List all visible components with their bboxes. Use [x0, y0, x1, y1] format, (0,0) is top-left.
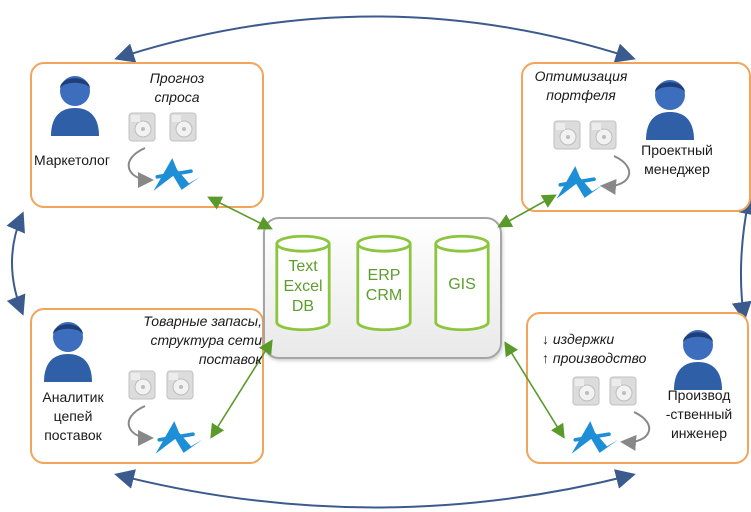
project-manager-analytics-logo-icon: [554, 164, 606, 201]
marketer-name: Маркетолог: [34, 152, 110, 168]
production-engineer-task: ↓ издержки ↑ производство: [542, 331, 647, 366]
link-marketer: [207, 196, 273, 230]
link-project-manager: [497, 194, 557, 228]
project-manager-cycle-icon: [600, 155, 631, 195]
cycle-arrow-top: [114, 15, 636, 63]
supply-analyst-name: Аналитик цепей поставок: [42, 389, 104, 443]
project-manager-disk-icon-1: [553, 120, 581, 150]
production-engineer-name: Производ -ственный инженер: [665, 387, 733, 441]
production-engineer-cycle-icon: [620, 411, 651, 451]
supply-analyst-disk-icon-2: [166, 370, 194, 400]
supply-analyst-task: Товарные запасы, структура сети поставок: [143, 313, 262, 367]
marketer-cycle-icon: [127, 147, 154, 188]
database-label-3: GIS: [448, 276, 476, 293]
production-engineer-analytics-logo-icon: [569, 419, 621, 456]
link-supply-analyst: [210, 339, 273, 439]
project-manager-disk-icon-2: [589, 120, 617, 150]
marketer-disk-icon-2: [169, 112, 197, 142]
marketer-task: Прогноз спроса: [149, 70, 205, 105]
link-production-engineer: [504, 341, 565, 439]
database-label-2: ERP CRM: [365, 267, 403, 304]
database-label-1: Text Excel DB: [283, 258, 323, 315]
project-manager-person-icon: [646, 80, 694, 140]
marketer-person-icon: [51, 76, 99, 136]
supply-analyst-analytics-logo-icon: [153, 419, 205, 456]
cycle-arrow-right: [731, 194, 751, 322]
project-manager-name: Проектный менеджер: [641, 142, 713, 177]
marketer-disk-icon-1: [128, 112, 156, 142]
project-manager-task: Оптимизация портфеля: [534, 68, 628, 103]
marketer-analytics-logo-icon: [151, 156, 203, 193]
supply-analyst-cycle-icon: [127, 405, 154, 446]
production-engineer-person-icon: [674, 330, 722, 390]
supply-analyst-disk-icon-1: [128, 370, 156, 400]
production-engineer-disk-icon-1: [572, 376, 600, 406]
production-engineer-disk-icon-2: [609, 376, 637, 406]
cycle-arrow-bottom: [114, 469, 636, 509]
cycle-arrow-left: [6, 211, 26, 316]
